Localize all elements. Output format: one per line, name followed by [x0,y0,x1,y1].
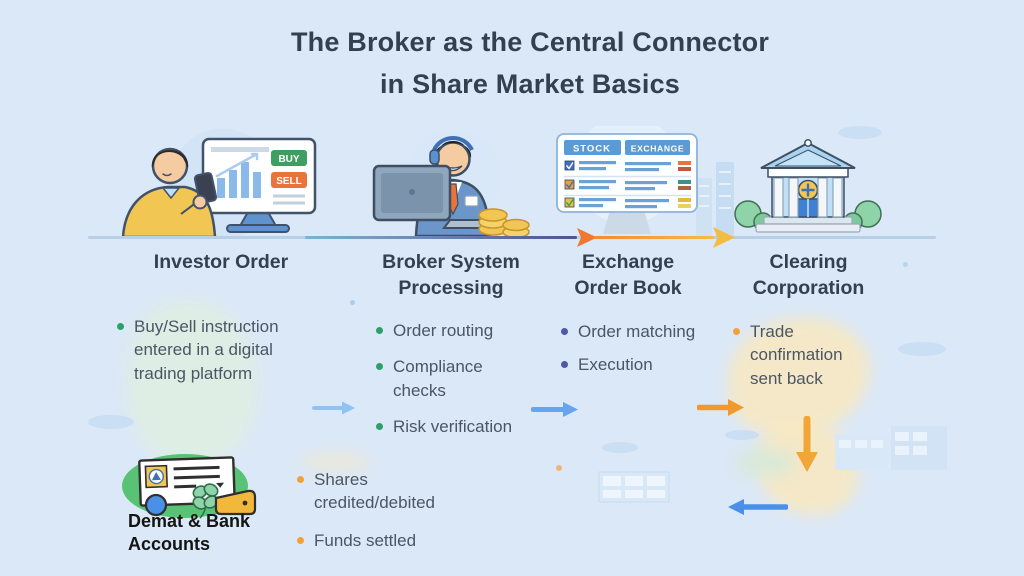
page-title: The Broker as the Central Connector in S… [60,22,1000,106]
arrow-broker-to-exchange [531,402,578,417]
demat-bullets: Shares credited/debited Funds settled [297,468,482,565]
watercolor-blob-green [128,300,258,465]
decorative-speck [350,300,355,305]
exchange-header-label: EXCHANGE [631,144,685,154]
cloud-shape [725,430,759,440]
arrow-exchange-to-clearing [697,399,744,416]
bullet-text: Risk verification [393,417,513,437]
buy-badge [271,150,307,166]
sell-badge-label: SELL [276,176,302,187]
bullet-text: Compliance checks [393,357,483,400]
bullet-text: Shares credited/debited [314,470,435,513]
bullet-dot [561,361,568,369]
bullet-text: Buy/Sell instruction entered in a digita… [134,317,279,383]
flow-arrowhead-orange [577,228,597,247]
trading-monitor-icon: BUY SELL [201,137,317,233]
cheque-icon [138,456,236,507]
bullet-dot [117,323,124,330]
broker-illustration [372,130,530,238]
sell-badge [271,172,307,188]
arrow-clearing-down [796,416,818,472]
list-item: Shares credited/debited [297,468,482,515]
list-item: Trade confirmation sent back [733,320,883,390]
list-item: Funds settled [297,529,482,552]
background-bush [735,448,793,476]
list-item: Compliance checks [376,355,536,402]
bullet-text: Order matching [578,322,696,341]
bullet-dot [297,476,304,483]
background-building [835,426,947,470]
flow-gradient-orange-yellow [594,235,714,239]
clearing-corporation-bullets: Trade confirmation sent back [733,320,883,403]
demat-account-illustration [122,454,257,519]
bullet-dot [733,328,740,335]
seal-icon [144,493,168,517]
arrow-investor-to-broker [312,401,355,415]
exchange-header [625,140,690,155]
bank-building-icon [755,139,861,233]
decorative-speck [903,262,908,267]
list-item: Order routing [376,319,536,342]
stock-header-label: STOCK [573,144,611,155]
background-building [598,471,670,503]
page-title-line2: in Share Market Basics [379,68,681,99]
bullet-dot [561,328,568,335]
flow-arrowhead-yellow [713,227,735,248]
bullet-dot [376,423,383,431]
investor-illustration: BUY SELL [121,129,317,237]
coins-icon [478,208,530,238]
stage-heading-broker-system: Broker System Processing [382,251,520,299]
exchange-order-book-bullets: Order matching Execution [561,320,731,390]
wallet-icon [214,489,257,516]
broker-system-bullets: Order routing Compliance checks Risk ver… [376,319,536,452]
stock-header [564,140,621,155]
exchange-monitor-icon: STOCK EXCHANGE [556,133,698,234]
bullet-text: Order routing [393,321,494,340]
exchange-illustration: STOCK EXCHANGE [556,126,698,234]
investor-order-bullets: Buy/Sell instruction entered in a digita… [117,315,315,398]
stage-heading-exchange-order-book: Exchange Order Book [574,251,682,299]
stage-heading-investor-order: Investor Order [153,251,289,273]
bullet-text: Funds settled [314,530,417,550]
page-title-line1: The Broker as the Central Connector [290,27,770,57]
investor-person-icon [121,147,218,237]
flow-gradient-blue-purple [305,235,577,239]
list-item: Order matching [561,320,731,343]
decorative-speck [556,465,562,471]
background-skyline [696,162,734,236]
laptop-icon [372,164,488,229]
watercolor-blob-yellow-small [300,453,372,471]
cloud-shape [838,126,882,139]
bullet-dot [376,363,383,371]
cloud-shape [602,442,638,453]
arrow-to-demat-left [728,499,788,515]
bullet-text: Execution [578,355,653,375]
cloud-shape [88,415,134,429]
clearing-corporation-illustration [734,139,882,233]
bullet-dot [297,536,304,544]
buy-badge-label: BUY [278,154,299,165]
list-item: Buy/Sell instruction entered in a digita… [117,315,315,385]
order-book-rows [564,160,691,209]
cloud-shape [898,342,946,356]
demat-accounts-label: Demat & Bank Accounts [128,511,251,555]
bullet-text: Trade confirmation sent back [750,322,843,388]
clover-icon [192,483,219,519]
stage-heading-clearing-corporation: Clearing Corporation [752,251,865,299]
bullet-dot [376,327,383,334]
list-item: Execution [561,353,731,376]
list-item: Risk verification [376,415,536,438]
